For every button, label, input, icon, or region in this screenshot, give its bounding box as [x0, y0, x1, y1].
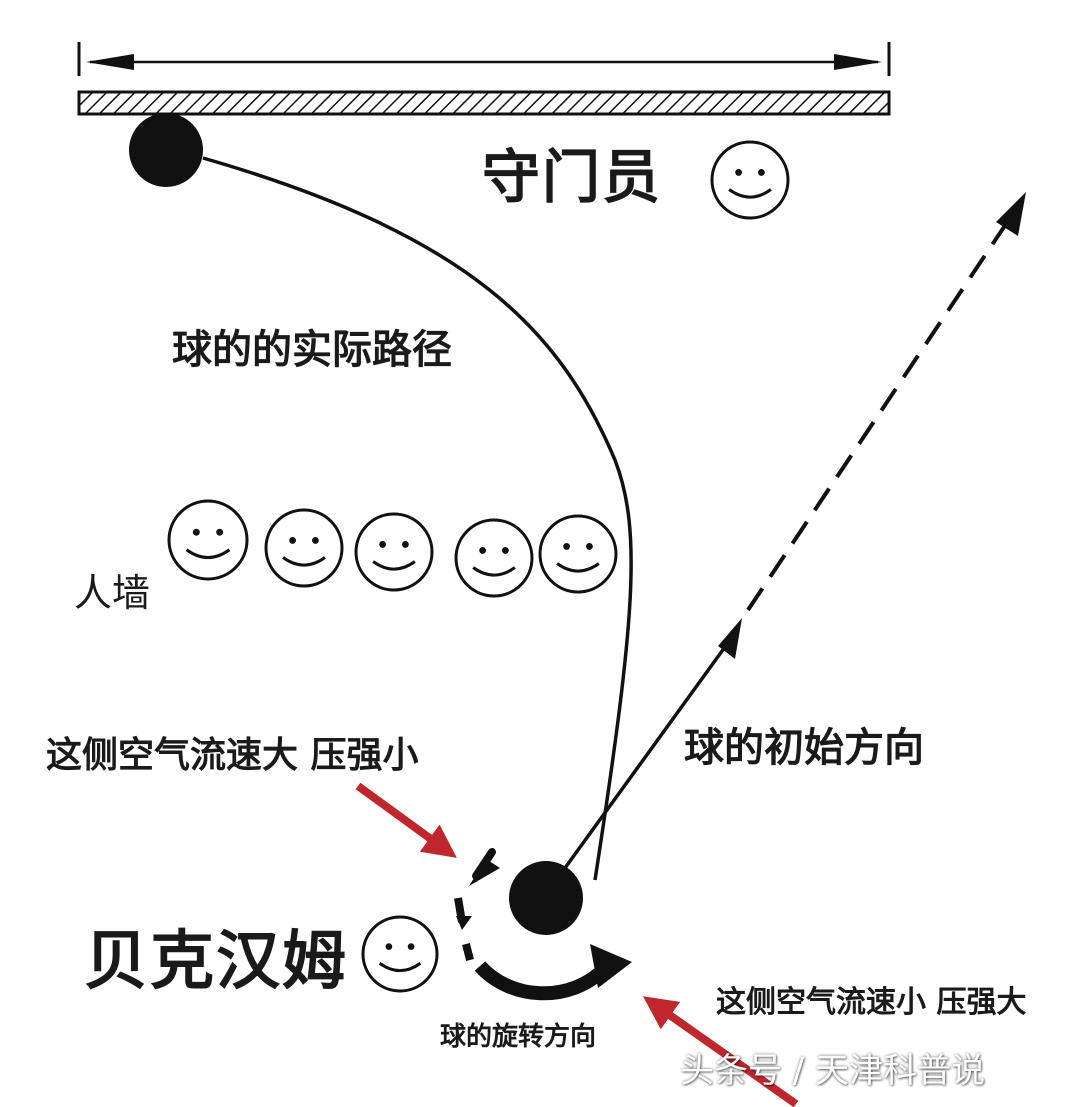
goal-right-arrowhead	[834, 54, 882, 70]
wall-label: 人墙	[74, 571, 151, 615]
goal-bar	[77, 90, 891, 116]
dashed-direction-arrowhead	[996, 192, 1026, 236]
actual-path-curve	[202, 156, 633, 881]
spin-direction-label: 球的旋转方向	[440, 1022, 597, 1052]
goalkeeper-label: 守门员	[482, 143, 663, 211]
ball-at-goal-icon	[129, 113, 203, 187]
wall-smiley-icon	[167, 499, 249, 581]
kicker-label: 贝克汉姆	[84, 925, 348, 999]
force-arrow-slow-side	[643, 996, 799, 1107]
wall-smiley-icon	[354, 512, 434, 592]
goalkeeper-smiley-icon	[710, 140, 790, 220]
kicker-smiley-icon	[361, 915, 439, 993]
fast-air-side-label: 这侧空气流速大 压强小	[46, 735, 419, 776]
initial-direction-dashed	[746, 216, 1012, 612]
initial-direction-arrowhead	[718, 618, 742, 659]
initial-direction-line	[563, 638, 732, 870]
watermark: 头条号 / 天津科普说	[680, 1051, 986, 1091]
slow-air-side-label: 这侧空气流速小 压强大	[716, 985, 1027, 1020]
initial-direction-label: 球的初始方向	[684, 725, 924, 771]
wall-smiley-icon	[264, 508, 344, 588]
goal-left-arrowhead	[86, 54, 134, 70]
wall-smiley-icon	[538, 514, 618, 594]
force-arrow-fast-side	[355, 782, 457, 858]
actual-path-label: 球的的实际路径	[172, 327, 452, 373]
spin-arrow-icon	[454, 848, 632, 1001]
goal	[77, 42, 891, 116]
ball-at-kick-icon	[509, 861, 583, 935]
wall-smiley-icon	[454, 518, 534, 598]
